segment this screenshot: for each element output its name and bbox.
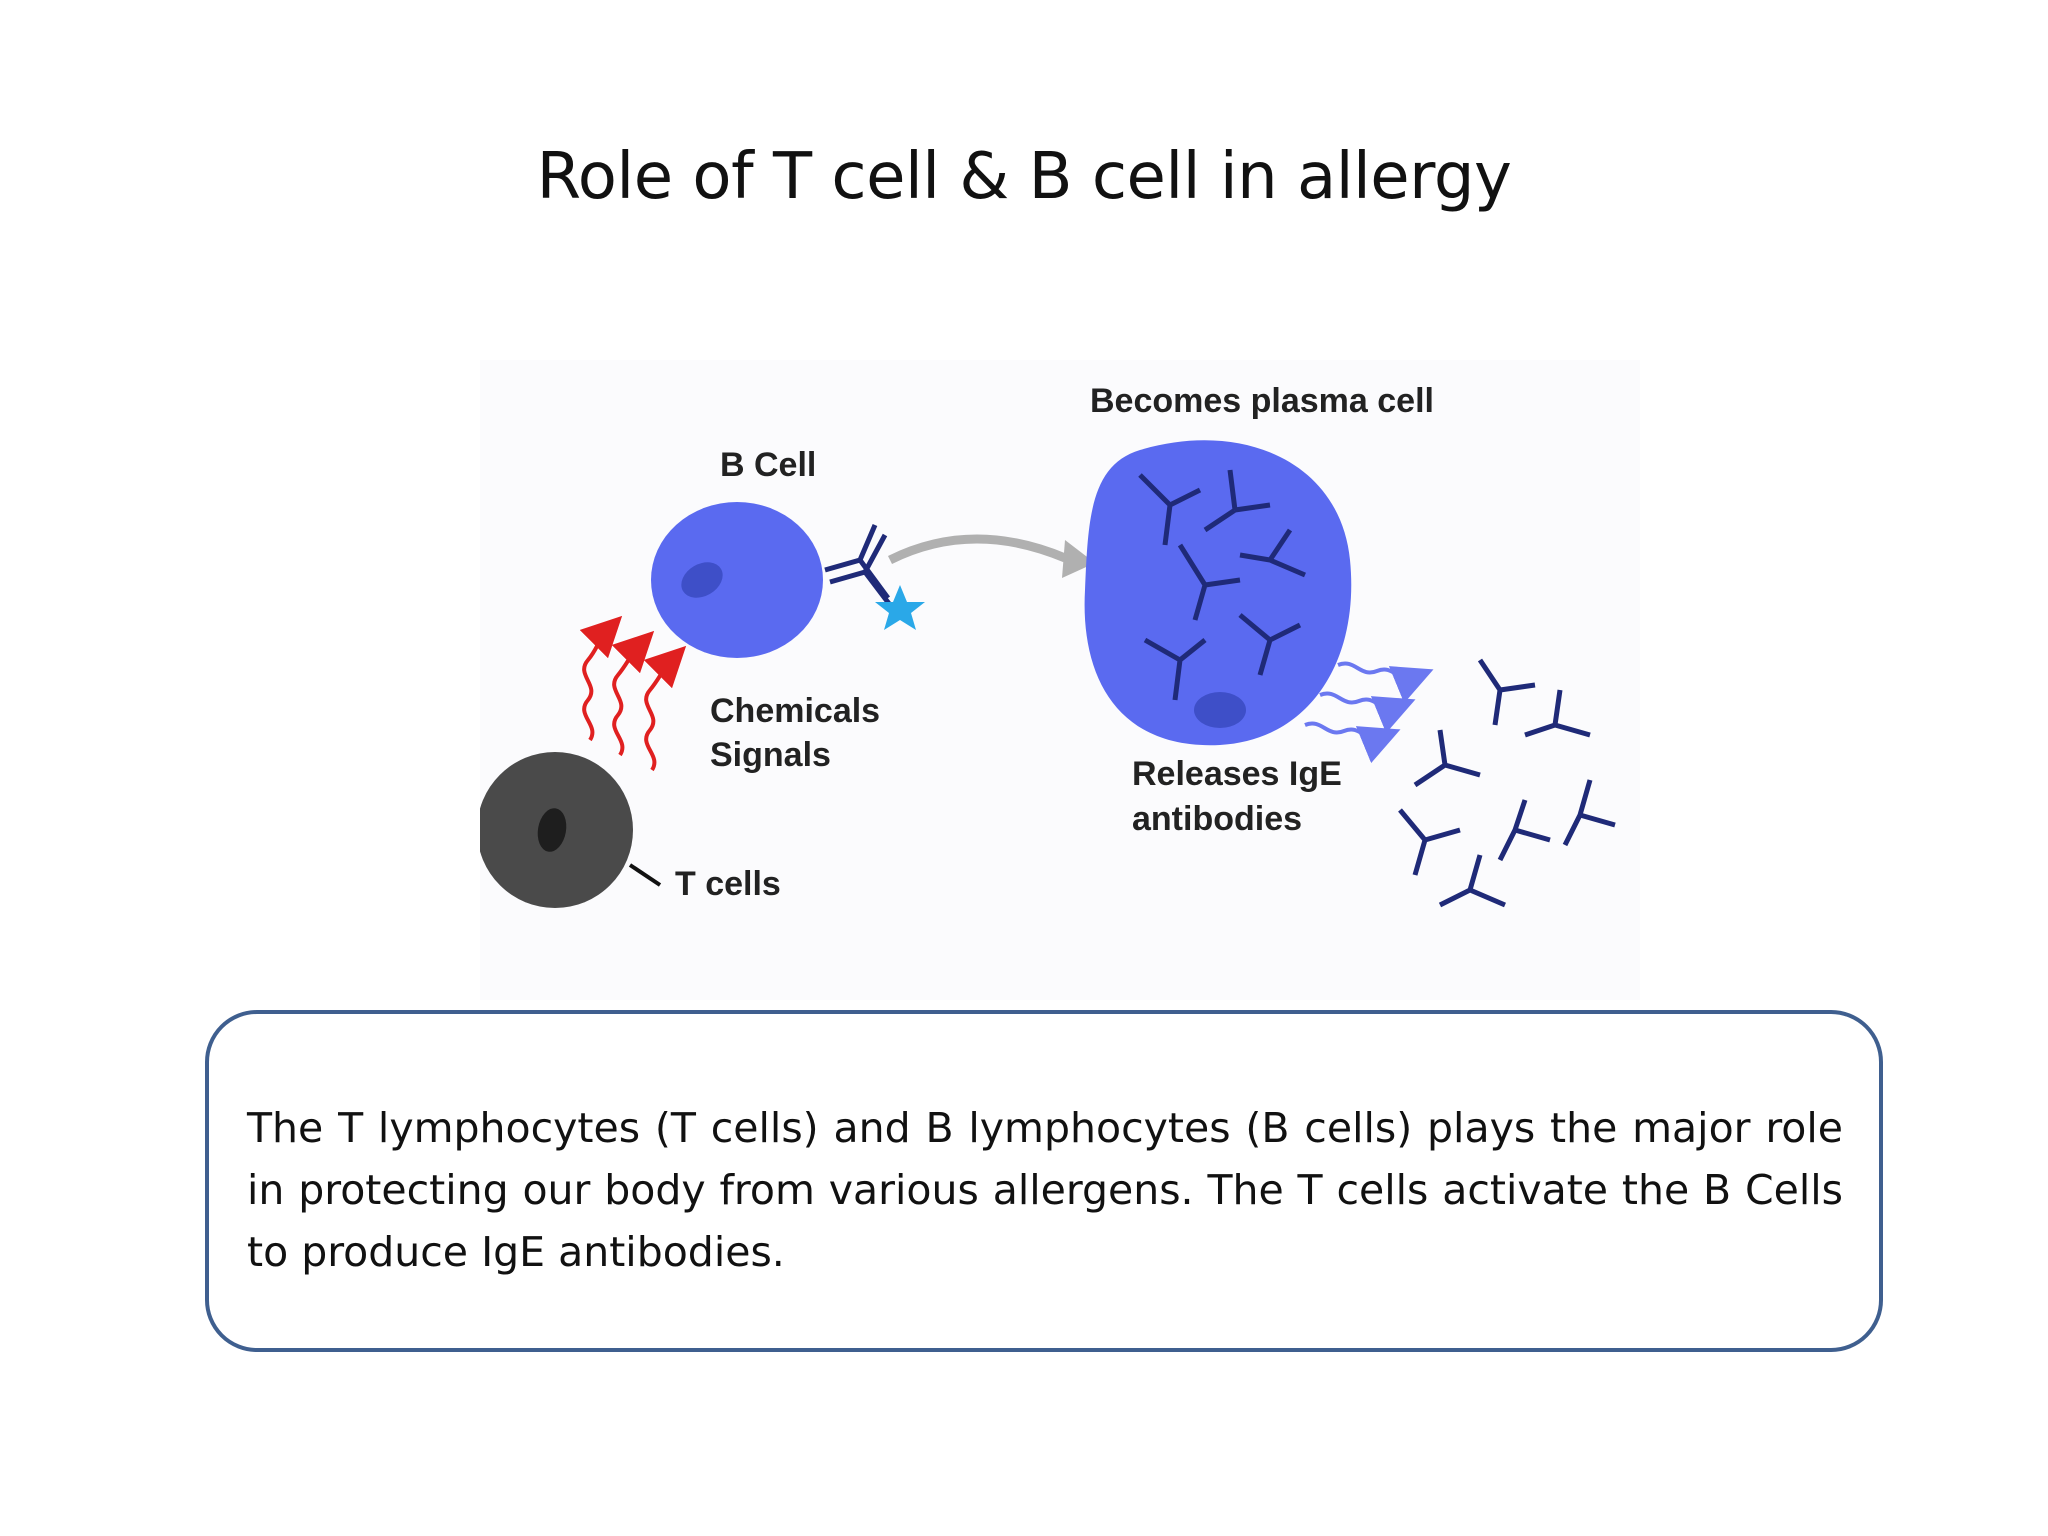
label-chemicals: Chemicals [710, 692, 880, 730]
antibody-released-4 [1497, 799, 1551, 862]
internal-antibodies [1138, 469, 1306, 701]
receptor-arm-4 [863, 570, 892, 607]
label-antibodies: antibodies [1132, 800, 1302, 838]
release-arrows [1304, 661, 1434, 764]
antibody-internal-5 [1143, 637, 1207, 701]
label-b-cell: B Cell [720, 446, 816, 484]
release-arrow-2 [1319, 691, 1416, 734]
b-cell [651, 502, 823, 658]
antibody-internal-6 [1238, 613, 1302, 676]
transition-arrowhead [1062, 540, 1095, 578]
receptor-arm-3 [857, 558, 891, 600]
b-cell-receptor [824, 524, 892, 607]
plasma-cell [1084, 440, 1352, 746]
label-plasma-cell: Becomes plasma cell [1090, 382, 1434, 420]
plasma-cell-body [1084, 440, 1352, 746]
transition-arrow [887, 534, 1067, 565]
antigen-star [875, 585, 925, 630]
b-cell-nucleus [681, 562, 723, 598]
slide-title: Role of T cell & B cell in allergy [536, 140, 1512, 214]
allergy-diagram: B Cell Becomes plasma cell Chemicals Sig… [480, 360, 1640, 1000]
signal-arrow-2 [611, 630, 655, 757]
summary-text: The T lymphocytes (T cells) and B lympho… [247, 1104, 1843, 1276]
antibody-internal-4 [1177, 543, 1241, 621]
label-t-cells: T cells [675, 865, 781, 903]
antibody-released-6 [1398, 808, 1461, 876]
label-releases-ige: Releases IgE [1132, 755, 1342, 793]
diagram-canvas: B Cell Becomes plasma cell Chemicals Sig… [480, 382, 1616, 908]
antibody-internal-2 [1203, 469, 1271, 533]
antibody-internal-1 [1138, 473, 1202, 546]
label-signals: Signals [710, 736, 831, 774]
release-arrow-1 [1337, 661, 1434, 704]
summary-box: The T lymphocytes (T cells) and B lympho… [205, 1010, 1883, 1352]
release-arrow-3 [1304, 721, 1401, 764]
signal-arrow-3 [643, 645, 687, 772]
t-cell [480, 752, 662, 908]
antibody-released-2 [1524, 689, 1591, 738]
released-antibodies [1398, 658, 1616, 908]
b-cell-body [651, 502, 823, 658]
antibody-released-5 [1562, 779, 1616, 847]
t-cells-pointer [628, 863, 662, 887]
plasma-cell-nucleus [1194, 692, 1246, 728]
signal-arrow-1 [579, 615, 623, 742]
antibody-internal-3 [1239, 528, 1306, 578]
antibody-released-3 [1413, 729, 1481, 788]
antibody-released-1 [1477, 658, 1536, 726]
antibody-released-7 [1438, 854, 1506, 908]
t-cell-nucleus [537, 808, 567, 852]
chemical-signals [579, 615, 687, 772]
